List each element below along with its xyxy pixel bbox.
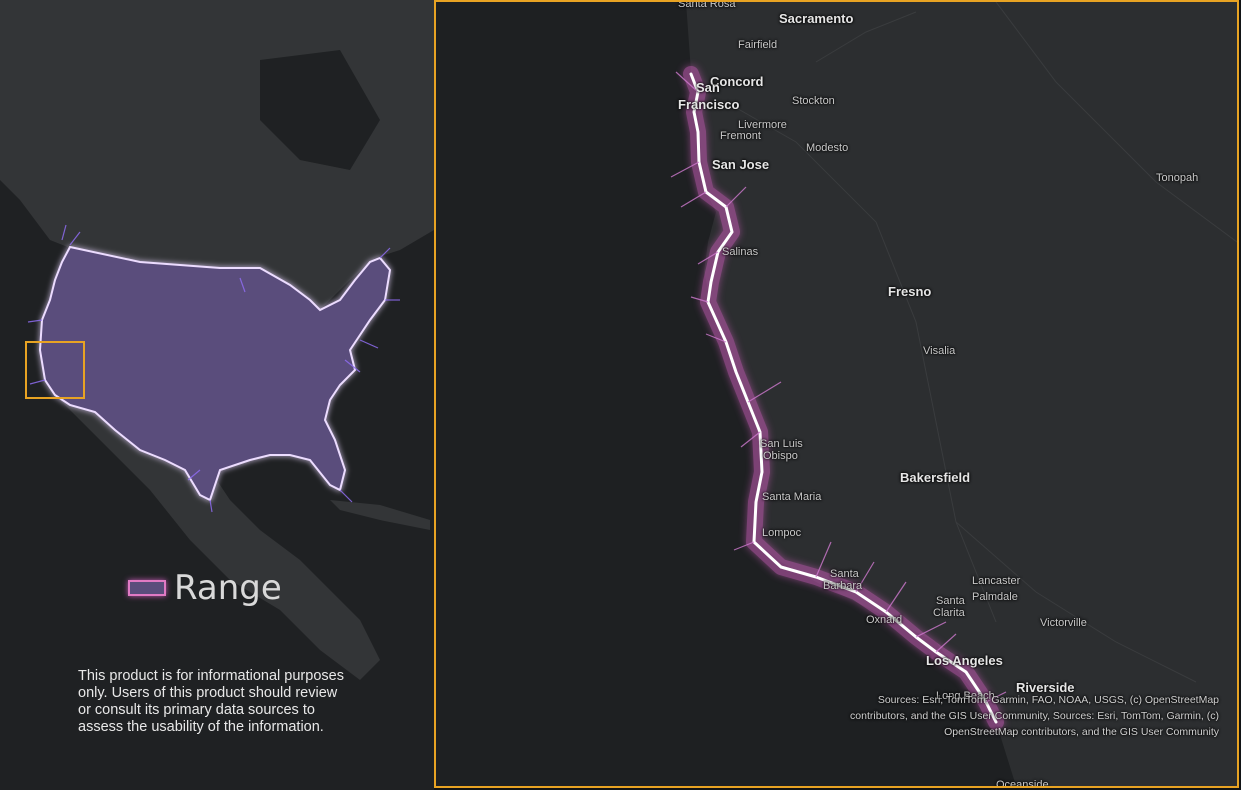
road-lines — [725, 2, 1237, 683]
city-santa-barbara-line1: Santa — [830, 568, 859, 580]
overview-map-panel: Range This product is for informational … — [0, 0, 434, 790]
city-san-luis-obispo-line2: Obispo — [763, 450, 798, 462]
caribbean-island — [330, 500, 430, 530]
city-livermore: Livermore — [738, 119, 787, 131]
city-visalia: Visalia — [923, 345, 956, 357]
city-san-jose: San Jose — [712, 157, 770, 172]
city-oxnard: Oxnard — [866, 614, 903, 626]
city-santa-maria: Santa Maria — [762, 491, 822, 503]
city-santa-barbara-line2: Barbara — [823, 580, 863, 592]
city-modesto: Modesto — [806, 142, 849, 154]
city-victorville: Victorville — [1040, 617, 1087, 629]
map-attribution: Sources: Esri, TomTom, Garmin, FAO, NOAA… — [850, 694, 1219, 738]
overview-glow-spikes — [27, 224, 400, 513]
legend-label: Range — [174, 568, 282, 608]
city-lompoc: Lompoc — [762, 527, 802, 539]
city-palmdale: Palmdale — [972, 591, 1018, 603]
city-fremont: Fremont — [720, 130, 761, 142]
city-santa-clarita-line1: Santa — [936, 595, 965, 607]
pacific-ocean — [436, 2, 1016, 786]
city-oceanside: Oceanside — [996, 779, 1049, 788]
detail-map — [436, 2, 1237, 786]
city-fresno: Fresno — [888, 284, 932, 299]
city-stockton: Stockton — [792, 95, 835, 107]
city-concord: Concord — [710, 74, 764, 89]
city-bakersfield: Bakersfield — [900, 470, 971, 485]
mexico-landmass — [60, 400, 380, 680]
range-swatch — [128, 580, 166, 596]
city-fairfield: Fairfield — [738, 39, 778, 51]
city-san-francisco-line2: Francisco — [678, 97, 740, 112]
disclaimer-text: This product is for informational purpos… — [78, 668, 344, 735]
city-los-angeles: Los Angeles — [926, 653, 1003, 668]
city-tonopah: Tonopah — [1156, 172, 1199, 184]
city-santa-clarita-line2: Clarita — [933, 607, 965, 619]
detail-glow-spikes — [670, 71, 1007, 703]
city-lancaster: Lancaster — [972, 575, 1021, 587]
city-santa-rosa: Santa Rosa — [678, 0, 736, 10]
inset-extent-box[interactable] — [25, 341, 85, 399]
city-long-beach: Long Beach — [936, 690, 995, 702]
city-salinas: Salinas — [722, 246, 759, 258]
city-riverside: Riverside — [1016, 680, 1075, 695]
city-san-luis-obispo-line1: San Luis — [760, 438, 803, 450]
city-san-francisco-line1: San — [696, 80, 720, 95]
city-sacramento: Sacramento — [779, 11, 854, 26]
hudson-bay — [260, 50, 380, 170]
legend: Range — [128, 568, 282, 608]
detail-map-panel: Santa Rosa Sacramento Fairfield Concord … — [434, 0, 1239, 788]
